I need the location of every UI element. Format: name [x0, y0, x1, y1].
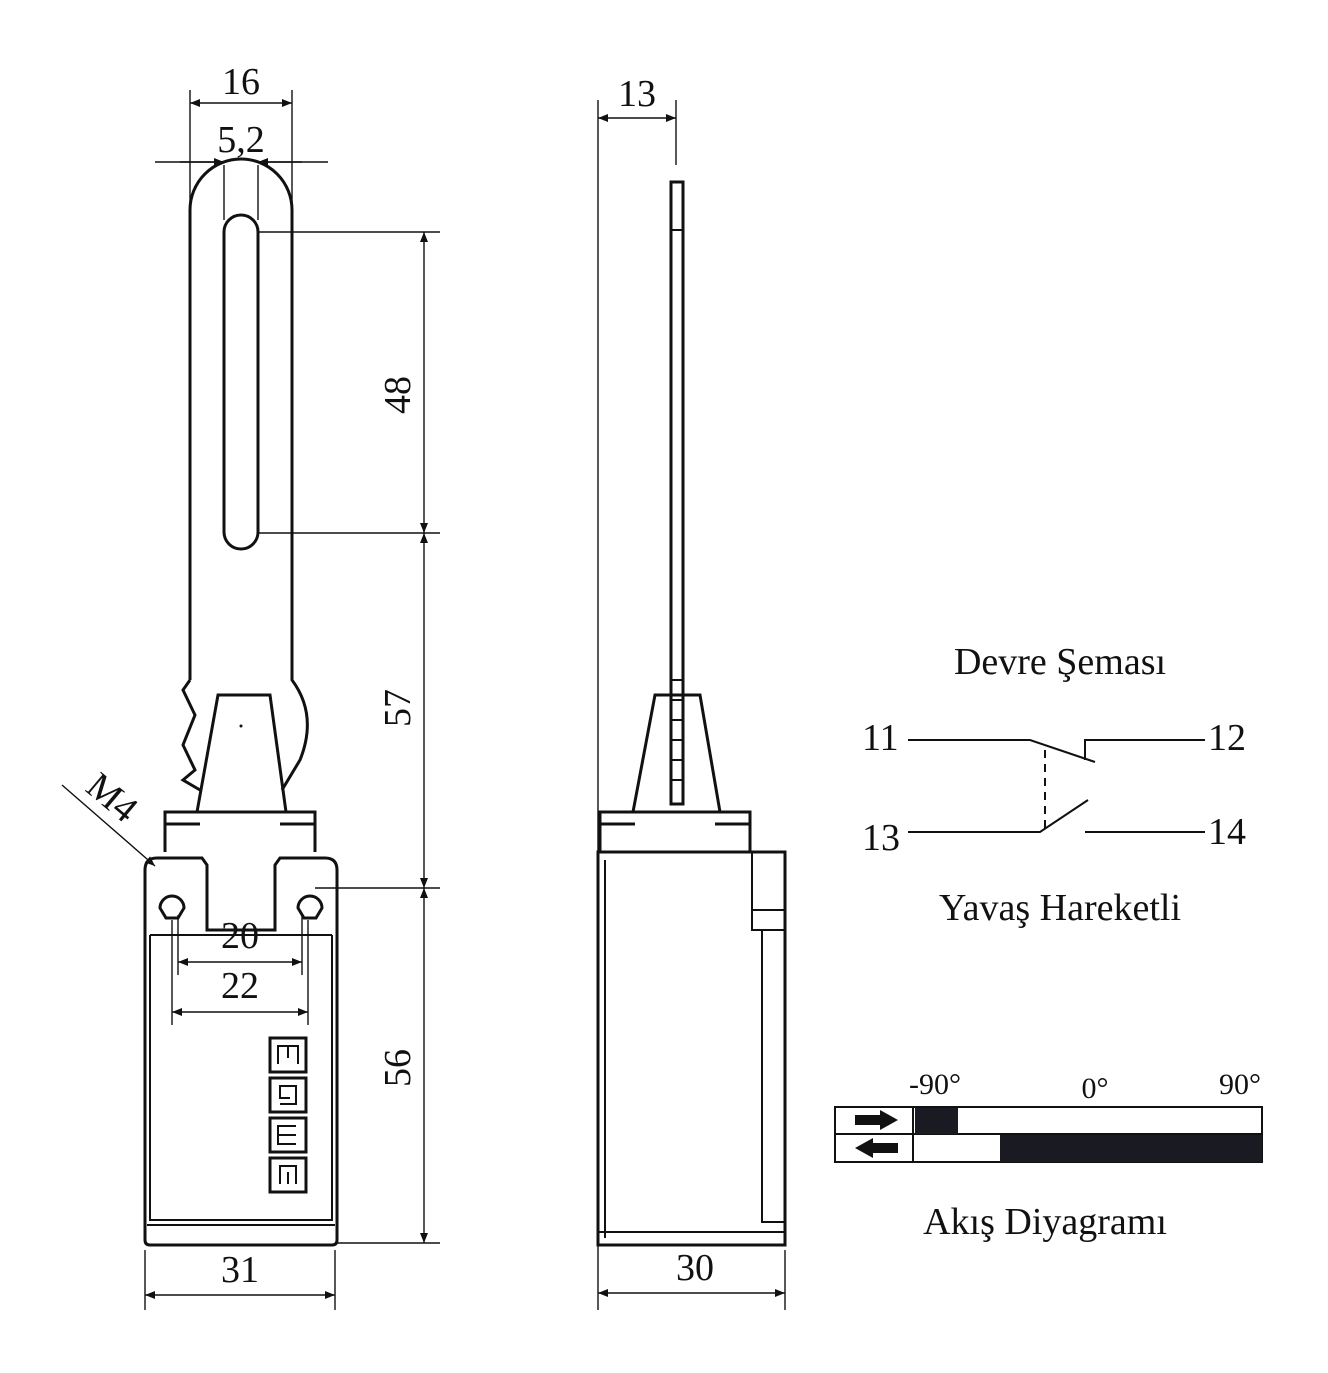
dim-hole-inner: 20	[221, 915, 259, 957]
dim-body-width: 31	[221, 1249, 259, 1291]
terminal-13: 13	[862, 817, 900, 859]
body	[143, 856, 339, 1247]
terminal-11: 11	[862, 717, 899, 759]
right-arrow-icon	[855, 1110, 898, 1130]
dim-lever-to-body: 57	[377, 689, 419, 727]
flow-bar-forward	[915, 1108, 958, 1134]
dim-body-depth: 30	[676, 1247, 714, 1289]
circuit-diagram: Devre Şeması 11 12 13 14 Yavaş Hareketli	[862, 641, 1246, 929]
side-view: 13 30	[596, 73, 787, 1310]
mount-hole-right	[296, 894, 324, 920]
head	[163, 810, 317, 852]
side-plunger	[631, 693, 722, 813]
side-lever	[669, 180, 685, 806]
circuit-subtitle: Yavaş Hareketli	[939, 887, 1181, 929]
mount-hole-left	[158, 894, 186, 920]
dim-body-height: 56	[377, 1049, 419, 1087]
front-view: 16 5,2 48 57 56 20 22 31 M4	[61, 61, 440, 1310]
nc-contact	[908, 739, 1205, 763]
lever-slot	[222, 213, 260, 551]
flow-title: Akış Diyagramı	[923, 1201, 1167, 1243]
left-arrow-icon	[855, 1138, 898, 1158]
terminal-14: 14	[1208, 811, 1246, 853]
flow-diagram: -90° 0° 90° Akış Diyagramı	[834, 1068, 1263, 1243]
circuit-title: Devre Şeması	[954, 641, 1166, 683]
tick-label: -90°	[909, 1068, 961, 1101]
tick-label: 0°	[1082, 1072, 1109, 1105]
terminal-12: 12	[1208, 717, 1246, 759]
dim-lever-width: 16	[222, 61, 260, 103]
tick-label: 90°	[1219, 1068, 1261, 1101]
no-contact	[908, 799, 1205, 833]
logo-emas	[268, 1036, 308, 1194]
dim-slot-width: 5,2	[217, 119, 265, 161]
dim-hole-outer: 22	[221, 965, 259, 1007]
dim-lever-offset: 13	[618, 73, 656, 115]
thread-label: M4	[78, 765, 145, 831]
side-head	[598, 810, 752, 852]
plunger	[195, 693, 288, 813]
flow-bar-return	[1000, 1135, 1262, 1162]
dim-slot-length: 48	[377, 376, 419, 414]
lever-outline	[180, 157, 309, 792]
